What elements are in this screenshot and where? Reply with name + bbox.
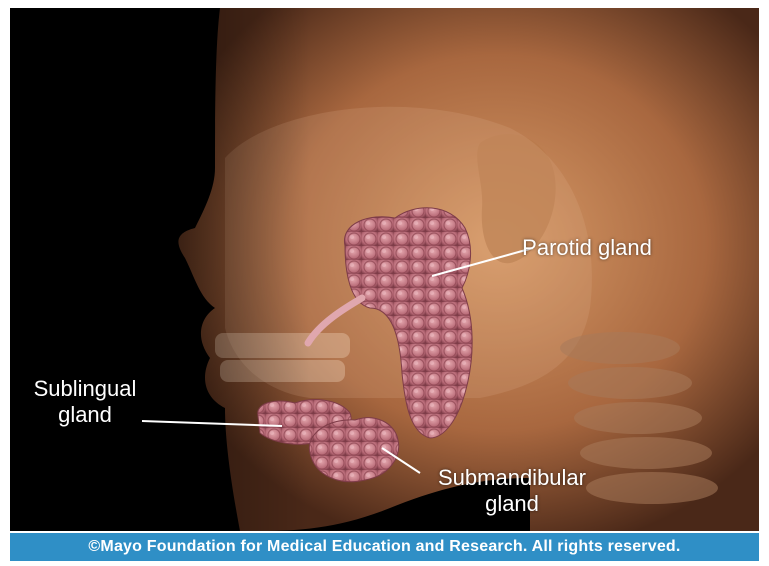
submandibular-label: Submandibular gland bbox=[412, 465, 612, 517]
salivary-glands-illustration bbox=[10, 8, 759, 531]
sublingual-label: Sublingual gland bbox=[30, 376, 140, 428]
copyright-footer: ©Mayo Foundation for Medical Education a… bbox=[10, 533, 759, 561]
parotid-label: Parotid gland bbox=[522, 235, 652, 261]
